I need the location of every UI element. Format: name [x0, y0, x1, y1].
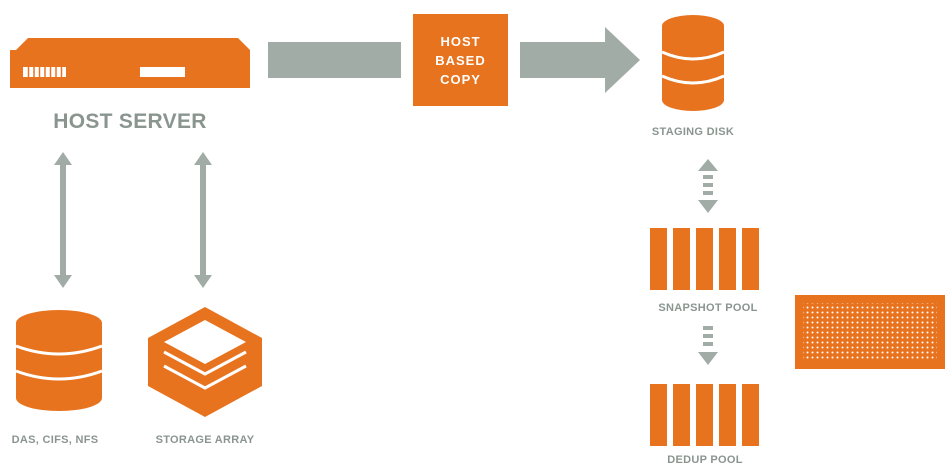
storage-array-icon	[148, 307, 262, 417]
das-cifs-nfs-label: DAS, CIFS, NFS	[11, 434, 99, 446]
snapshot-pool-icon	[650, 228, 759, 290]
server-rack-icon	[10, 38, 250, 88]
double-arrow-storage	[194, 152, 212, 288]
staging-disk-label: STAGING DISK	[651, 126, 735, 138]
dotted-double-arrow-1	[698, 159, 718, 213]
appliance-icon	[795, 295, 945, 369]
das-database-icon	[15, 310, 103, 411]
dotted-down-arrow	[698, 326, 718, 365]
snapshot-pool-label: SNAPSHOT POOL	[658, 302, 758, 314]
copy-flow-arrow	[520, 27, 640, 93]
host-copy-line1: HOST	[440, 33, 481, 49]
host-copy-line2: BASED	[435, 52, 486, 68]
host-based-copy-box: HOST BASED COPY	[413, 14, 508, 106]
host-server-label: HOST SERVER	[53, 110, 207, 133]
dedup-pool-label: DEDUP POOL	[667, 454, 743, 466]
dedup-pool-icon	[650, 384, 759, 446]
double-arrow-das	[54, 152, 72, 288]
staging-disk-icon	[661, 15, 725, 111]
copy-flow-bar	[268, 42, 401, 78]
host-copy-line3: COPY	[440, 71, 481, 87]
storage-array-label: STORAGE ARRAY	[155, 434, 255, 446]
